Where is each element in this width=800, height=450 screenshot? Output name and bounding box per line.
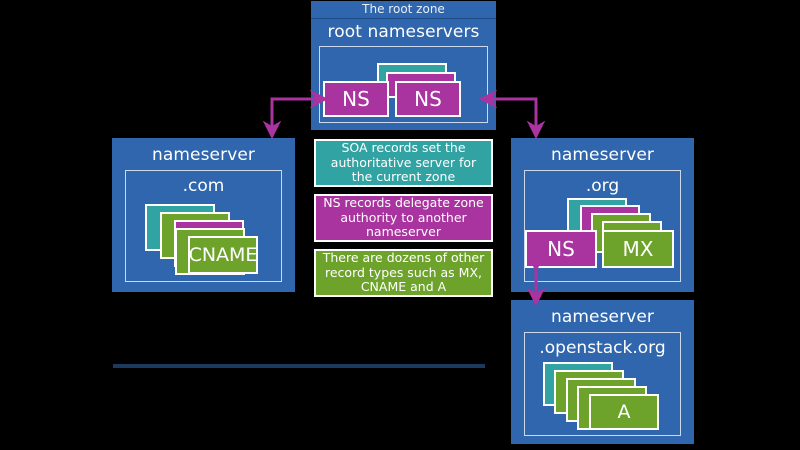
com-record-cname: CNAME [188, 236, 258, 274]
openstack-nameserver-panel: nameserver .openstack.org A [511, 300, 694, 444]
openstack-zone-box: .openstack.org [524, 332, 681, 436]
org-nameserver-panel: nameserver .org NS MX [511, 138, 694, 292]
org-zone-label: .org [585, 176, 620, 196]
legend-ns: NS records delegate zone authority to an… [314, 194, 493, 242]
org-record-mx: MX [602, 230, 674, 268]
root-record-ns-2: NS [395, 81, 461, 117]
openstack-zone-label: .openstack.org [539, 338, 666, 358]
root-zone-titlebar: The root zone [311, 1, 496, 19]
com-nameserver-panel: nameserver .com CNAME [112, 138, 295, 292]
root-nameservers-panel: root nameservers . NS NS [311, 19, 496, 130]
openstack-panel-title: nameserver [550, 307, 655, 327]
legend-soa: SOA records set the authoritative server… [314, 139, 493, 187]
openstack-record-a: A [589, 394, 659, 430]
legend-other: There are dozens of other record types s… [314, 249, 493, 297]
root-panel-title: root nameservers [327, 22, 480, 42]
com-panel-title: nameserver [151, 145, 256, 165]
com-zone-box: .com [125, 170, 282, 282]
root-zone-label: . [400, 51, 407, 71]
org-record-ns: NS [525, 230, 597, 268]
footer-divider [113, 364, 485, 368]
org-panel-title: nameserver [550, 145, 655, 165]
org-zone-box: .org [524, 170, 681, 282]
com-zone-label: .com [182, 176, 225, 196]
root-record-ns-1: NS [323, 81, 389, 117]
root-zone-box: . [319, 46, 488, 123]
